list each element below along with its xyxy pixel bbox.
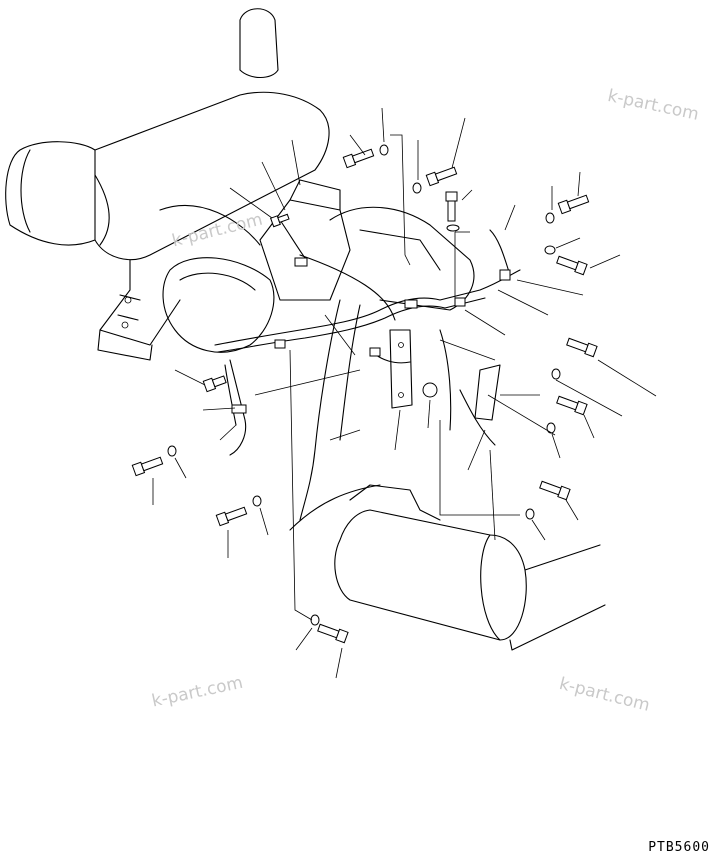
bolt: [556, 395, 588, 416]
bolt: [557, 194, 590, 215]
bolt: [539, 480, 571, 501]
engine-block: [162, 179, 475, 531]
bolt: [566, 337, 598, 358]
wiring-harness: [214, 219, 521, 456]
bolt: [556, 255, 588, 276]
washers: [167, 144, 561, 626]
bolt: [445, 191, 458, 222]
leader-lines: [152, 107, 657, 679]
lower-tank: [334, 484, 606, 651]
bolt: [131, 456, 164, 477]
bolt: [342, 148, 375, 169]
bolt: [202, 375, 227, 393]
diagram-code-label: PTB5600: [648, 840, 710, 855]
bolts: [131, 148, 598, 644]
bolt: [269, 213, 290, 228]
bolt: [425, 166, 458, 187]
bolt: [317, 623, 349, 644]
air-cleaner-assembly: [5, 8, 330, 361]
bolt: [215, 506, 248, 527]
